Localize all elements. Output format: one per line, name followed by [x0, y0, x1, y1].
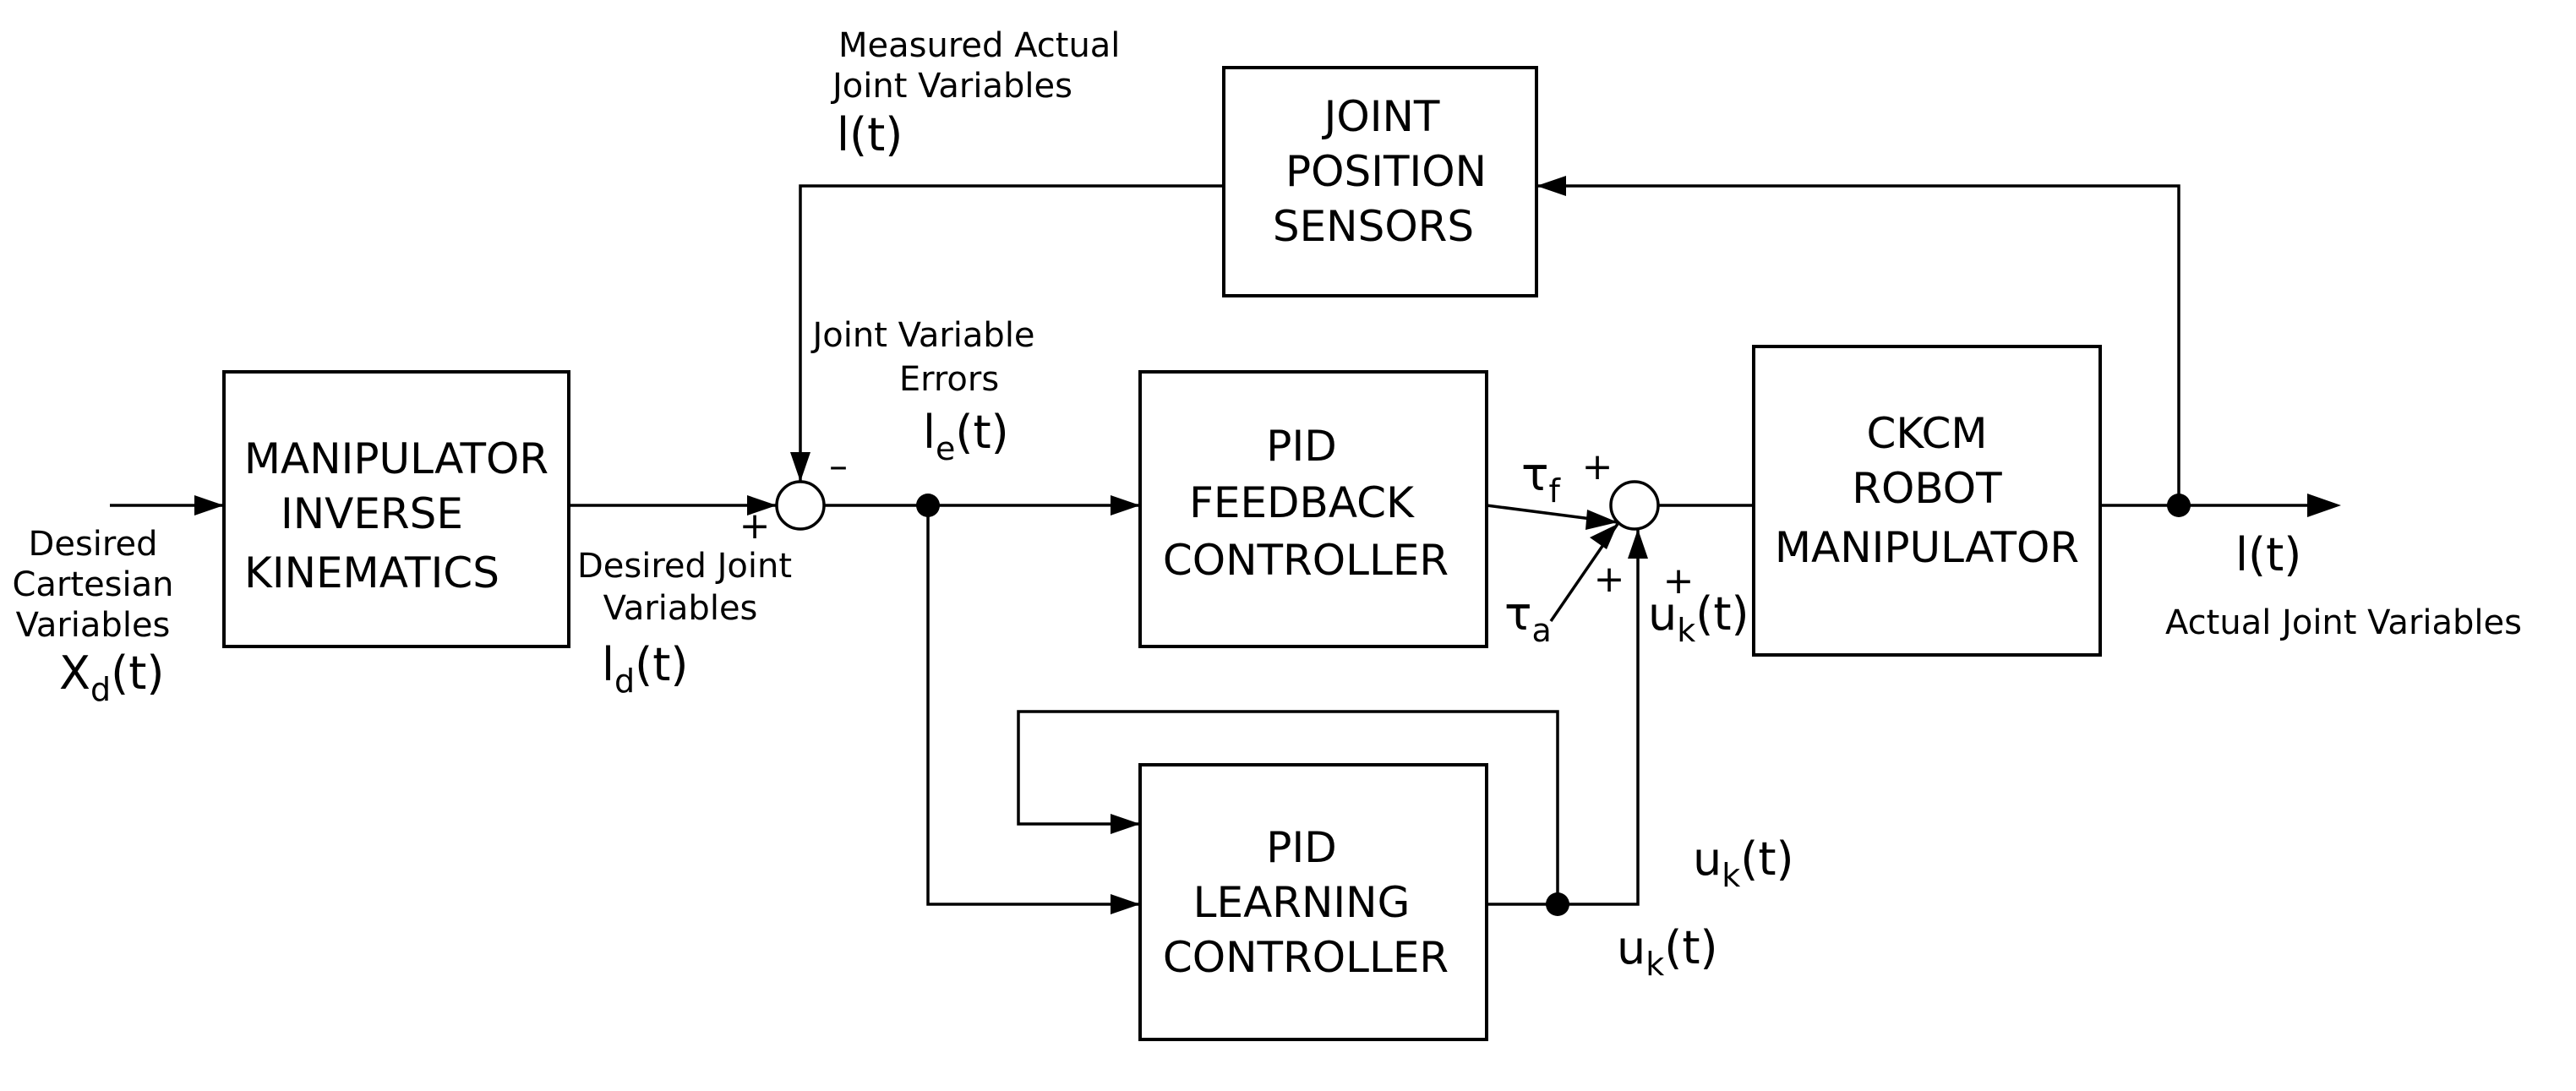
svg-text:Joint Variables: Joint Variables: [830, 67, 1072, 106]
errors-annotation: Joint Variable Errors: [810, 316, 1034, 399]
arrow-learning-to-sum: [1628, 529, 1648, 559]
desired-joint-annotation: Desired Joint Variables: [577, 547, 792, 628]
learning-output-wire: [1487, 529, 1640, 906]
desired-cartesian-annotation: Desired Cartesian Variables: [13, 525, 174, 645]
arrow-error: [1111, 495, 1140, 515]
error-branch-wire: [926, 505, 1140, 906]
error-branch-dot: [916, 494, 940, 517]
tau-a-signal-label: τa: [1504, 587, 1552, 649]
robot-manipulator-block: CKCM ROBOT MANIPULATOR: [1752, 345, 2102, 657]
error-summing-junction: [775, 480, 826, 531]
svg-text:Variables: Variables: [16, 606, 171, 645]
joint-sensors-label-1: JOINT: [1322, 92, 1440, 141]
inverse-kinematics-block: MANIPULATOR INVERSE KINEMATICS: [222, 370, 570, 648]
svg-text:Errors: Errors: [899, 360, 999, 399]
le-signal-label: le(t): [923, 406, 1009, 467]
inverse-kinematics-label-1: MANIPULATOR: [244, 434, 548, 483]
sum1-plus-sign: +: [740, 505, 771, 548]
measured-l-signal-label: l(t): [837, 108, 903, 161]
sum2-uk-sign: +: [1663, 559, 1695, 603]
arrow-measured: [790, 452, 810, 482]
robot-label-1: CKCM: [1866, 409, 1987, 458]
sensor-feedback-wire: [1536, 184, 2180, 505]
robot-label-2: ROBOT: [1852, 464, 2002, 513]
arrow-learning-memory: [1111, 814, 1140, 834]
pid-feedback-label-2: FEEDBACK: [1189, 478, 1415, 527]
svg-text:Measured Actual: Measured Actual: [838, 26, 1120, 65]
arrow-learning-input: [1111, 894, 1140, 914]
svg-text:Cartesian: Cartesian: [13, 565, 174, 604]
joint-sensors-label-2: POSITION: [1285, 147, 1487, 196]
xd-signal-label: Xd(t): [59, 646, 164, 708]
svg-text:Variables: Variables: [603, 589, 758, 628]
pid-learning-label-1: PID: [1266, 823, 1336, 872]
pid-feedback-label-3: CONTROLLER: [1163, 536, 1449, 585]
svg-text:Desired Joint: Desired Joint: [577, 547, 792, 586]
joint-position-sensors-block: JOINT POSITION SENSORS: [1222, 66, 1538, 297]
arrow-tau-a: [1590, 524, 1618, 549]
torque-summing-junction: [1609, 480, 1660, 531]
arrow-feedback-output: [1585, 510, 1618, 530]
arrow-desired-joint: [747, 495, 777, 515]
learning-memory-loop-wire: [1017, 710, 1559, 904]
actual-joint-annotation: Actual Joint Variables: [2165, 603, 2522, 642]
pid-feedback-label-1: PID: [1266, 422, 1336, 471]
uk-right-signal-label: uk(t): [1693, 832, 1794, 894]
pid-feedback-block: PID FEEDBACK CONTROLLER: [1138, 370, 1488, 648]
robot-label-3: MANIPULATOR: [1775, 523, 2079, 572]
sum2-tau-a-sign: +: [1594, 558, 1625, 601]
svg-text:Joint Variable: Joint Variable: [810, 316, 1034, 355]
inverse-kinematics-label-2: INVERSE: [281, 489, 463, 538]
tau-f-signal-label: τf: [1521, 448, 1562, 510]
arrow-robot-output: [2307, 494, 2341, 517]
arrow-sensor-input: [1536, 176, 1566, 196]
output-branch-dot: [2167, 494, 2191, 517]
sum2-tau-f-sign: +: [1582, 445, 1613, 488]
inverse-kinematics-label-3: KINEMATICS: [244, 548, 499, 597]
joint-sensors-label-3: SENSORS: [1273, 202, 1474, 251]
svg-text:Desired: Desired: [29, 525, 158, 564]
measured-feedback-wire: [799, 184, 1224, 482]
uk-sum-signal-label: uk(t): [1648, 587, 1749, 649]
uk-bottom-signal-label: uk(t): [1617, 921, 1718, 983]
pid-learning-block: PID LEARNING CONTROLLER: [1138, 763, 1488, 1041]
learning-branch-dot: [1546, 892, 1569, 916]
ld-signal-label: ld(t): [602, 638, 688, 700]
sum1-minus-sign: –: [829, 445, 848, 488]
pid-learning-label-3: CONTROLLER: [1163, 933, 1449, 982]
arrow-input: [194, 495, 224, 515]
pid-learning-label-2: LEARNING: [1193, 878, 1411, 927]
output-l-signal-label: l(t): [2235, 528, 2301, 581]
measured-annotation: Measured Actual Joint Variables: [830, 26, 1120, 106]
